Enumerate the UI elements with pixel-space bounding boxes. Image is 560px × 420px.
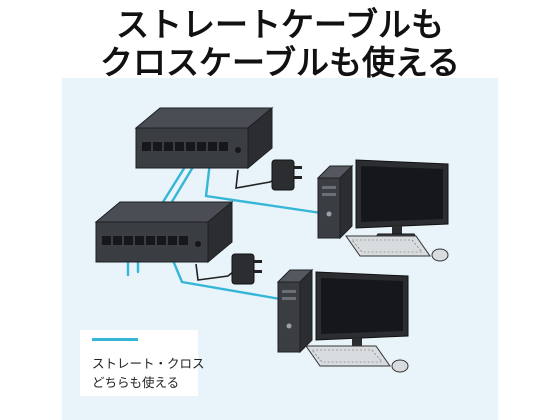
cable-bottom-switch-to-bottom-pc [170,256,288,302]
ac-adapter-icon [271,159,302,191]
desktop-pc-icon [276,268,314,354]
legend-text-line-1: ストレート・クロス [92,356,205,371]
network-switch-icon [94,200,234,264]
ac-adapter-icon [231,253,262,285]
legend-cable-swatch [92,338,138,341]
mouse-icon [391,359,409,373]
monitor-icon [355,159,449,241]
keyboard-icon [305,345,391,367]
keyboard-icon [345,235,431,257]
heading-line-2: クロスケーブルも使える [99,43,461,82]
legend-text-line-2: どちらも使える [92,375,180,390]
desktop-pc-icon [316,164,354,240]
monitor-icon [315,271,409,353]
cable-top-switch-to-top-pc [204,160,330,216]
mouse-icon [431,248,449,262]
network-switch-icon [134,106,274,170]
legend-box: ストレート・クロス どちらも使える [80,330,205,396]
heading-line-1: ストレートケーブルも [115,5,445,44]
